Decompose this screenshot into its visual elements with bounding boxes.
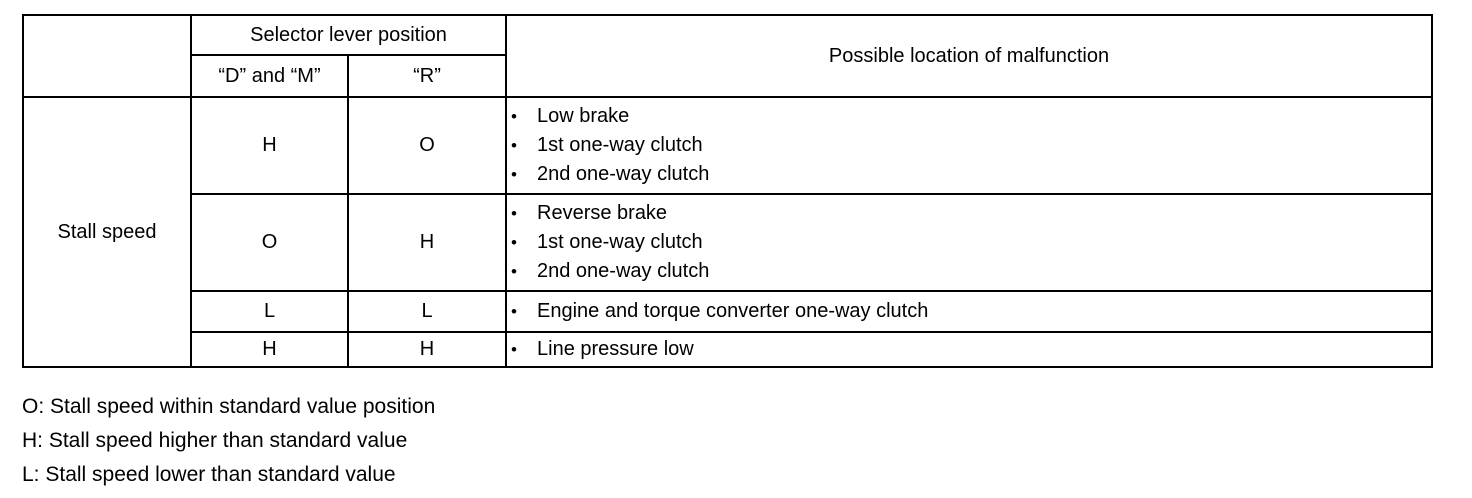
cell-r-value: O xyxy=(347,96,507,195)
cell-d-m-value: L xyxy=(190,290,349,333)
malfunction-text: 1st one-way clutch xyxy=(537,231,703,253)
malfunction-list: • Line pressure low xyxy=(505,331,1433,368)
legend-note-o: O: Stall speed within standard value pos… xyxy=(22,395,436,418)
legend: O: Stall speed within standard value pos… xyxy=(22,396,435,498)
malfunction-list: • Reverse brake • 1st one-way clutch • 2… xyxy=(505,193,1433,292)
selector-lever-position-header: Selector lever position xyxy=(190,14,507,56)
malfunction-list: • Engine and torque converter one-way cl… xyxy=(505,290,1433,333)
table-row: L L • Engine and torque converter one-wa… xyxy=(23,290,1433,333)
legend-note-l: L: Stall speed lower than standard value xyxy=(22,463,396,486)
cell-d-m-value: H xyxy=(190,331,349,368)
malfunction-text: Low brake xyxy=(537,105,630,127)
bullet-icon: • xyxy=(511,165,517,184)
corner-cell xyxy=(22,14,192,98)
table-row: Stall speed H O • Low brake • 1st one-wa… xyxy=(22,96,1433,368)
stall-speed-stub: Stall speed xyxy=(22,96,192,368)
bullet-icon: • xyxy=(511,340,517,359)
bullet-icon: • xyxy=(511,262,517,281)
possible-malfunction-header: Possible location of malfunction xyxy=(505,14,1433,98)
malfunction-text: Engine and torque converter one-way clut… xyxy=(537,300,929,322)
malfunction-item: • Line pressure low xyxy=(507,335,1431,364)
cell-r-value: L xyxy=(347,290,507,333)
malfunction-text: Reverse brake xyxy=(537,202,668,224)
malfunction-item: • 2nd one-way clutch xyxy=(507,257,1431,286)
cell-d-m-value: H xyxy=(190,96,349,195)
malfunction-list: • Low brake • 1st one-way clutch • 2nd o… xyxy=(505,96,1433,195)
malfunction-text: Line pressure low xyxy=(537,338,694,360)
table-row: O H • Reverse brake • 1st one-way clutch… xyxy=(23,193,1433,292)
cell-r-value: H xyxy=(347,331,507,368)
bullet-icon: • xyxy=(511,302,517,321)
selector-r-header: “R” xyxy=(347,54,507,98)
cell-r-value: H xyxy=(347,193,507,292)
table-row: H H • Line pressure low xyxy=(23,331,1433,368)
bullet-icon: • xyxy=(511,233,517,252)
legend-note-h: H: Stall speed higher than standard valu… xyxy=(22,429,408,452)
malfunction-item: • Reverse brake xyxy=(507,199,1431,228)
malfunction-item: • 1st one-way clutch xyxy=(507,131,1431,160)
malfunction-item: • 1st one-way clutch xyxy=(507,228,1431,257)
malfunction-text: 1st one-way clutch xyxy=(537,134,703,156)
bullet-icon: • xyxy=(511,136,517,155)
malfunction-item: • 2nd one-way clutch xyxy=(507,160,1431,189)
malfunction-text: 2nd one-way clutch xyxy=(537,163,710,185)
stall-speed-diagnostic-table: Selector lever position Possible locatio… xyxy=(22,14,1433,368)
malfunction-item: • Engine and torque converter one-way cl… xyxy=(507,297,1431,326)
cell-d-m-value: O xyxy=(190,193,349,292)
bullet-icon: • xyxy=(511,107,517,126)
malfunction-item: • Low brake xyxy=(507,102,1431,131)
bullet-icon: • xyxy=(511,204,517,223)
malfunction-text: 2nd one-way clutch xyxy=(537,260,710,282)
selector-d-m-header: “D” and “M” xyxy=(190,54,349,98)
